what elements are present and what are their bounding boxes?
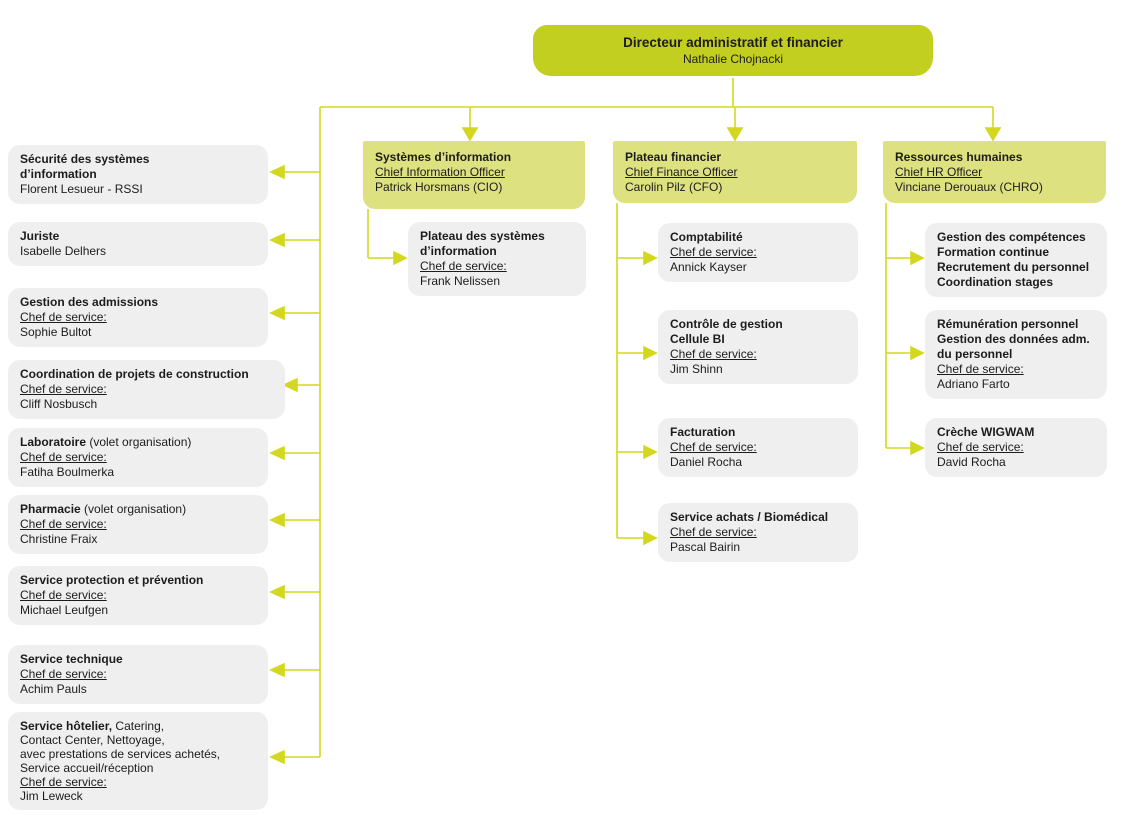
node-role-label: Chef de service: bbox=[20, 450, 107, 464]
node-title: Gestion des admissions bbox=[20, 295, 159, 309]
node-person: Achim Pauls bbox=[20, 682, 87, 696]
node-title: Systèmes d’information bbox=[375, 150, 512, 164]
node-title: Plateau des systèmes d’information bbox=[420, 229, 545, 258]
node-person: Pascal Bairin bbox=[670, 540, 741, 554]
node-person: Frank Nelissen bbox=[420, 274, 501, 288]
node-role-label: Chef de service: bbox=[670, 525, 757, 539]
node-directeur-administratif: Directeur administratif et financier Nat… bbox=[533, 25, 933, 76]
node-person: Jim Shinn bbox=[670, 362, 723, 376]
node-service-hotelier: Service hôtelier, Catering, Contact Cent… bbox=[8, 712, 268, 810]
node-title: Contrôle de gestion Cellule BI bbox=[670, 317, 783, 346]
node-person: Michael Leufgen bbox=[20, 603, 109, 617]
node-person: Adriano Farto bbox=[937, 377, 1010, 391]
node-role-label: Chef de service: bbox=[20, 517, 107, 531]
node-title: Coordination de projets de construction bbox=[20, 367, 249, 381]
node-pharmacie: Pharmacie (volet organisation) Chef de s… bbox=[8, 495, 268, 554]
node-title: Crèche WIGWAM bbox=[937, 425, 1035, 439]
node-person: Nathalie Chojnacki bbox=[682, 52, 784, 66]
node-person: Florent Lesueur - RSSI bbox=[20, 182, 143, 196]
node-person: Vinciane Derouaux (CHRO) bbox=[895, 180, 1043, 194]
node-controle-de-gestion: Contrôle de gestion Cellule BI Chef de s… bbox=[658, 310, 858, 384]
node-role-label: Chef de service: bbox=[670, 347, 757, 361]
node-title: Sécurité des systèmes d’information bbox=[20, 152, 150, 181]
node-creche-wigwam: Crèche WIGWAM Chef de service: David Roc… bbox=[925, 418, 1107, 477]
node-juriste: Juriste Isabelle Delhers bbox=[8, 222, 268, 266]
node-role-label: Chef de service: bbox=[20, 382, 107, 396]
connector-si-branch bbox=[367, 209, 408, 266]
node-role-label: Chef de service: bbox=[20, 667, 107, 681]
node-gestion-competences: Gestion des compétences Formation contin… bbox=[925, 223, 1107, 297]
node-person: Fatiha Boulmerka bbox=[20, 465, 115, 479]
node-plateau-financier: Plateau financier Chief Finance Officer … bbox=[613, 141, 857, 203]
node-securite-systemes-information: Sécurité des systèmes d’information Flor… bbox=[8, 145, 268, 204]
node-title: Service hôtelier, Catering, Contact Cent… bbox=[20, 719, 221, 775]
node-title: Service achats / Biomédical bbox=[670, 510, 829, 524]
node-title: Service protection et prévention bbox=[20, 573, 204, 587]
node-ressources-humaines: Ressources humaines Chief HR Officer Vin… bbox=[883, 141, 1106, 203]
node-role-label: Chef de service: bbox=[937, 440, 1024, 454]
connector-hr-branch bbox=[885, 203, 925, 456]
node-title: Laboratoire (volet organisation) bbox=[20, 435, 192, 449]
node-person: Annick Kayser bbox=[670, 260, 747, 274]
node-service-achats-biomedical: Service achats / Biomédical Chef de serv… bbox=[658, 503, 858, 562]
node-role-label: Chef de service: bbox=[937, 362, 1024, 376]
node-title: Service technique bbox=[20, 652, 123, 666]
node-person: Cliff Nosbusch bbox=[20, 397, 98, 411]
node-title: Directeur administratif et financier bbox=[623, 35, 843, 50]
node-role-label: Chief HR Officer bbox=[895, 165, 983, 179]
connector-dept-drops bbox=[461, 107, 1002, 142]
node-title: Plateau financier bbox=[625, 150, 722, 164]
node-title: Pharmacie (volet organisation) bbox=[20, 502, 187, 516]
node-gestion-admissions: Gestion des admissions Chef de service: … bbox=[8, 288, 268, 347]
node-service-technique: Service technique Chef de service: Achim… bbox=[8, 645, 268, 704]
node-title: Juriste bbox=[20, 229, 60, 243]
node-role-label: Chef de service: bbox=[420, 259, 507, 273]
node-title: Rémunération personnel Gestion des donné… bbox=[937, 317, 1090, 361]
connector-fin-branch bbox=[616, 203, 658, 546]
node-person: Jim Leweck bbox=[20, 789, 83, 803]
node-person: Patrick Horsmans (CIO) bbox=[375, 180, 503, 194]
connector-left-rail bbox=[269, 107, 321, 765]
node-person: Christine Fraix bbox=[20, 532, 98, 546]
node-role-label: Chef de service: bbox=[670, 245, 757, 259]
node-comptabilite: Comptabilité Chef de service: Annick Kay… bbox=[658, 223, 858, 282]
node-role-label: Chief Information Officer bbox=[375, 165, 505, 179]
node-person: Sophie Bultot bbox=[20, 325, 92, 339]
node-service-protection-prevention: Service protection et prévention Chef de… bbox=[8, 566, 268, 625]
node-title: Ressources humaines bbox=[895, 150, 1023, 164]
node-person: David Rocha bbox=[937, 455, 1006, 469]
node-remuneration-personnel: Rémunération personnel Gestion des donné… bbox=[925, 310, 1107, 399]
connector-root bbox=[320, 78, 993, 108]
node-title: Facturation bbox=[670, 425, 736, 439]
node-role-label: Chef de service: bbox=[20, 775, 107, 789]
node-facturation: Facturation Chef de service: Daniel Roch… bbox=[658, 418, 858, 477]
node-role-label: Chief Finance Officer bbox=[625, 165, 738, 179]
node-role-label: Chef de service: bbox=[20, 588, 107, 602]
node-role-label: Chef de service: bbox=[670, 440, 757, 454]
node-coordination-projets-construction: Coordination de projets de construction … bbox=[8, 360, 285, 419]
node-person: Daniel Rocha bbox=[670, 455, 743, 469]
node-title: Gestion des compétences Formation contin… bbox=[937, 230, 1090, 289]
node-plateau-systemes-information: Plateau des systèmes d’information Chef … bbox=[408, 222, 586, 296]
node-person: Carolin Pilz (CFO) bbox=[625, 180, 723, 194]
node-person: Isabelle Delhers bbox=[20, 244, 107, 258]
node-laboratoire: Laboratoire (volet organisation) Chef de… bbox=[8, 428, 268, 487]
node-title: Comptabilité bbox=[670, 230, 743, 244]
node-systemes-information: Systèmes d’information Chief Information… bbox=[363, 141, 585, 209]
node-role-label: Chef de service: bbox=[20, 310, 107, 324]
